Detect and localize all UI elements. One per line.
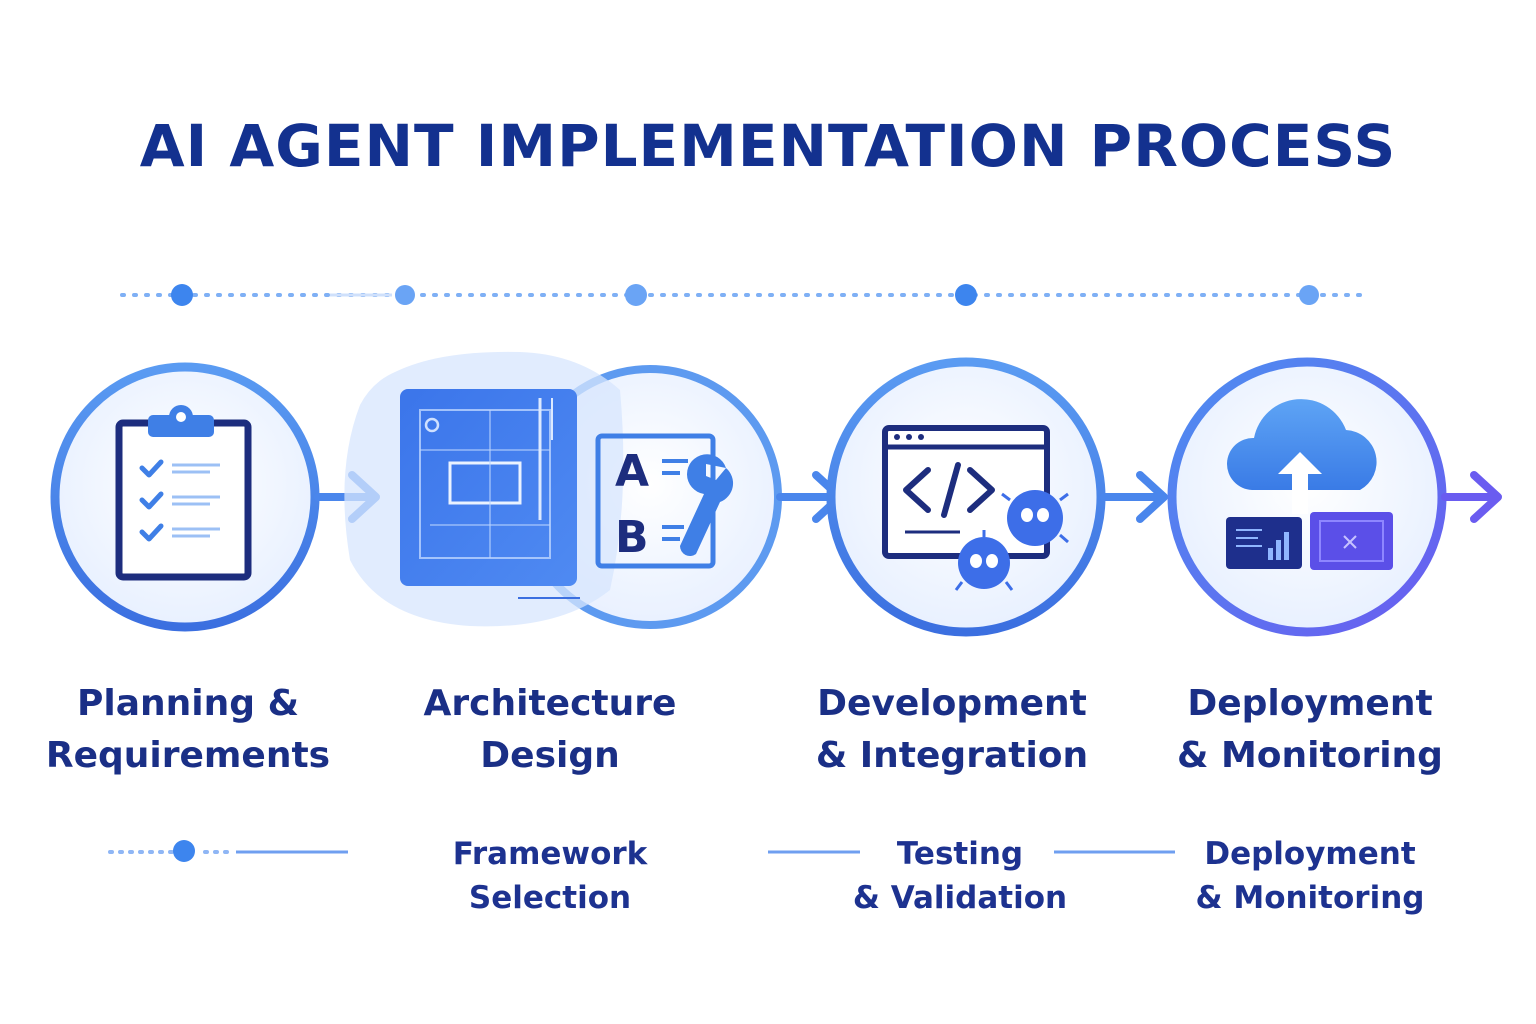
substep-label-line: & Monitoring <box>1195 880 1425 916</box>
substep-label-framework: Framework Selection <box>420 832 680 920</box>
step-label-line: Design <box>480 735 620 776</box>
clipboard-checklist-icon <box>115 405 252 581</box>
timeline-dot <box>171 284 193 306</box>
cloud-upload-icon <box>1227 399 1377 514</box>
bug-icon <box>954 530 1014 591</box>
substep-label-line: & Validation <box>852 880 1068 916</box>
arrow-right-icon <box>1100 471 1168 523</box>
substep-label-line: Selection <box>468 880 632 916</box>
step-label-line: Planning & <box>77 683 299 724</box>
step-label-line: Architecture <box>423 683 677 724</box>
step-label-architecture: Architecture Design <box>400 678 700 782</box>
step-label-line: Development <box>817 683 1087 724</box>
substep-label-line: Deployment <box>1204 836 1416 872</box>
monitor-icon <box>1310 512 1393 570</box>
timeline-dot <box>395 285 415 305</box>
step-circle-planning <box>50 362 320 632</box>
step-label-line: & Integration <box>815 735 1089 776</box>
step-circle-deployment <box>1167 357 1447 637</box>
timeline-dot <box>1299 285 1319 305</box>
substep-label-line: Framework <box>452 836 648 872</box>
arrow-right-icon <box>1441 471 1502 523</box>
substep-label-line: Testing <box>896 836 1024 872</box>
step-label-line: & Monitoring <box>1177 735 1443 776</box>
bottom-connectors <box>108 840 1175 862</box>
step-circle-development <box>826 357 1106 637</box>
blueprint-icon <box>400 389 580 599</box>
page-title: AI AGENT IMPLEMENTATION PROCESS <box>139 112 1397 180</box>
bug-icon <box>1001 490 1069 546</box>
substep-label-testing: Testing & Validation <box>830 832 1090 920</box>
timeline-dot <box>955 284 977 306</box>
substep-label-deployment: Deployment & Monitoring <box>1180 832 1440 920</box>
ab-wrench-icon: A B <box>595 433 734 569</box>
timeline-dot <box>173 840 195 862</box>
svg-text:B: B <box>615 512 649 563</box>
step-label-planning: Planning & Requirements <box>38 678 338 782</box>
step-label-line: Requirements <box>45 735 331 776</box>
timeline-dot <box>625 284 647 306</box>
svg-text:A: A <box>615 446 649 497</box>
step-label-development: Development & Integration <box>802 678 1102 782</box>
code-window-icon <box>882 425 1050 559</box>
step-circle-architecture: A B <box>344 351 782 629</box>
step-label-deployment: Deployment & Monitoring <box>1160 678 1460 782</box>
top-timeline <box>120 284 1372 306</box>
step-label-line: Deployment <box>1187 683 1433 724</box>
dashboard-chart-icon <box>1226 517 1302 569</box>
